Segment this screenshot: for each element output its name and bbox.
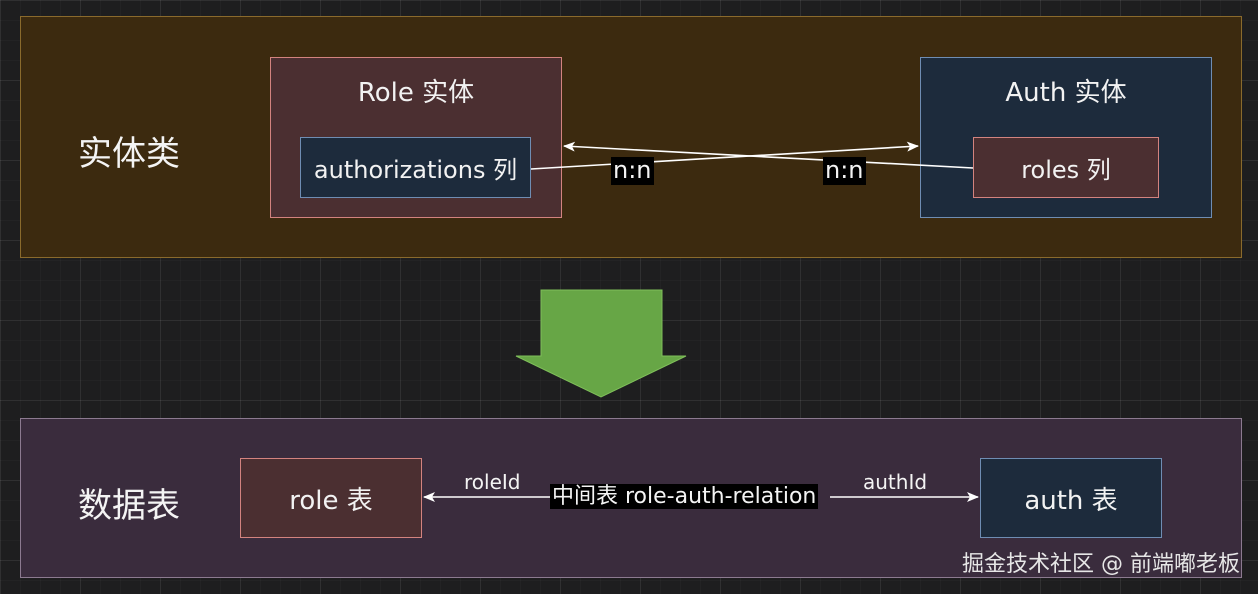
role-table-box[interactable]: role 表	[240, 458, 422, 538]
role-id-key-label: roleId	[464, 470, 521, 494]
relation-line-to-role	[563, 141, 974, 169]
relation-label-right: n:n	[823, 156, 866, 185]
entity-section-label: 实体类	[78, 134, 180, 174]
down-arrow-icon	[515, 289, 687, 398]
auth-id-key-label: authId	[863, 470, 928, 494]
watermark: 掘金技术社区 @ 前端嘟老板	[962, 552, 1240, 577]
auth-entity-title: Auth 实体	[1005, 78, 1127, 108]
authorizations-field-label: authorizations 列	[313, 156, 518, 184]
roles-field-box[interactable]: roles 列	[973, 137, 1159, 198]
authorizations-field-box[interactable]: authorizations 列	[300, 137, 531, 198]
role-table-label: role 表	[289, 485, 373, 516]
roles-field-label: roles 列	[1021, 156, 1111, 184]
role-entity-title: Role 实体	[357, 78, 475, 108]
auth-table-box[interactable]: auth 表	[980, 458, 1162, 538]
relation-line-to-auth	[530, 141, 919, 170]
table-section-label: 数据表	[78, 486, 180, 526]
auth-table-label: auth 表	[1024, 485, 1118, 516]
relation-label-left: n:n	[611, 156, 654, 185]
junction-table-label: 中间表 role-auth-relation	[550, 484, 819, 510]
